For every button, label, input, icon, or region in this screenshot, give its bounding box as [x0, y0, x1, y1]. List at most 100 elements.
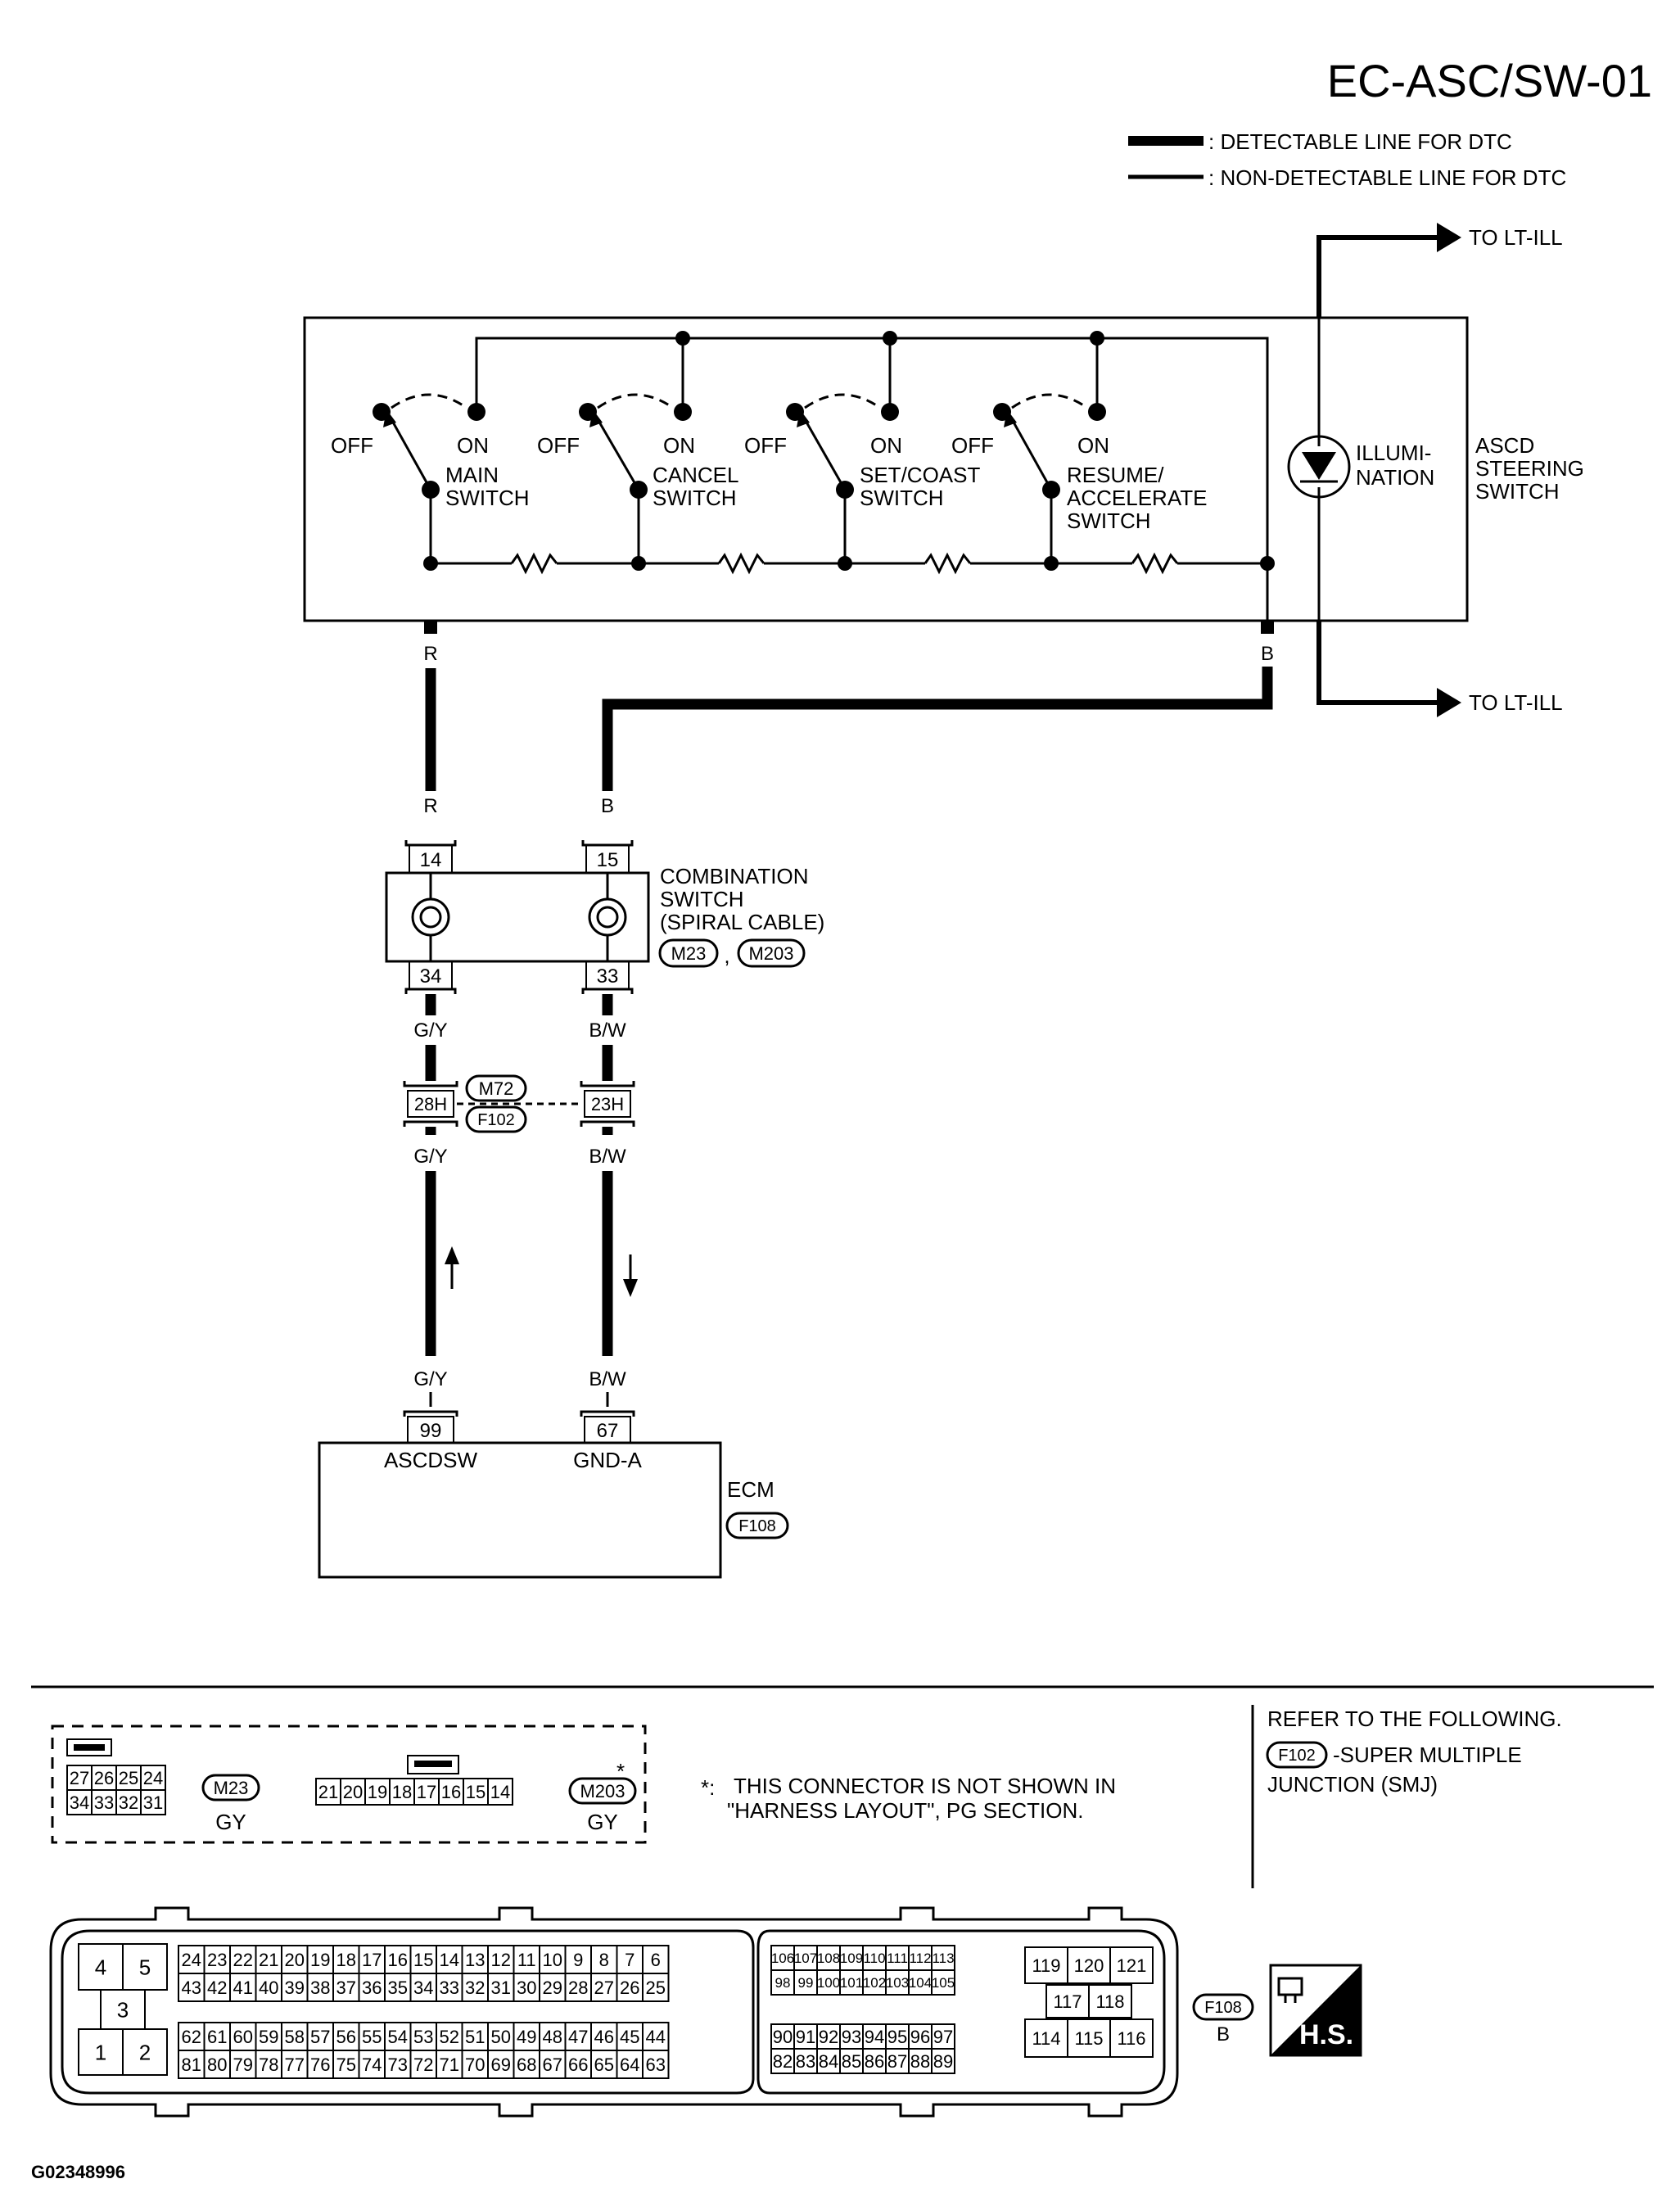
connector-pin-label: 83 — [796, 2051, 815, 2072]
connector-pin-label: 59 — [259, 2027, 278, 2047]
connector-hand-icon — [1277, 1977, 1303, 2003]
wire-right-low-label: B/W — [589, 1146, 626, 1168]
connector-pin-label: 14 — [490, 1782, 510, 1802]
svg-text:M72: M72 — [479, 1078, 514, 1099]
connector-pin-label: 36 — [362, 1978, 382, 1998]
ecm-pin-label-ascdsw: ASCDSW — [384, 1448, 478, 1472]
arrow-right-icon — [1437, 223, 1461, 252]
connector-pin-label: 101 — [840, 1975, 863, 1991]
connector-pin-label: 13 — [465, 1950, 485, 1970]
resistor-symbol — [1131, 552, 1179, 575]
main-switch-name: MAIN — [445, 463, 499, 487]
svg-text:SWITCH: SWITCH — [860, 486, 944, 510]
connector-pin-label: 37 — [336, 1978, 356, 1998]
connector-cavity — [931, 1969, 955, 1996]
connector-pin-label: 60 — [233, 2027, 253, 2047]
hs-logo: H.S. — [1269, 1964, 1362, 2057]
ecm: 99 67 ASCDSW GND-A ECM F108 — [318, 1410, 789, 1579]
connector-pin-label: 15 — [413, 1950, 433, 1970]
connector-pin-label: 77 — [285, 2055, 305, 2075]
svg-text:"HARNESS LAYOUT", PG SECTION.: "HARNESS LAYOUT", PG SECTION. — [727, 1798, 1084, 1823]
connector-pin-label: 44 — [646, 2027, 666, 2047]
svg-text:M203: M203 — [580, 1781, 625, 1801]
connector-pin-label: 67 — [543, 2055, 562, 2075]
connector-pin-label: 46 — [594, 2027, 614, 2047]
cancel-switch-on-label: ON — [663, 433, 695, 458]
connector-pin-label: 2 — [139, 2040, 151, 2064]
connector-pin-label: 115 — [1074, 2028, 1103, 2049]
ascd-steering-switch-housing — [303, 316, 1469, 622]
connector-pin-label: 17 — [417, 1782, 436, 1802]
wire-right-mid-label: B/W — [589, 1019, 626, 1042]
connector-pin-label: 1 — [95, 2040, 106, 2064]
pin-67: 67 — [597, 1420, 619, 1442]
svg-text:*: * — [616, 1759, 625, 1783]
svg-text:STEERING: STEERING — [1475, 456, 1584, 481]
connector-cavity — [122, 2028, 168, 2076]
combination-switch: 14 15 34 33 COMBINATION SWITCH (SPIRAL C… — [385, 840, 824, 994]
resistor-ladder — [423, 552, 1275, 575]
connector-pin-label: 53 — [413, 2027, 433, 2047]
resistor-symbol — [510, 552, 558, 575]
connector-pin-label: 48 — [543, 2027, 562, 2047]
connector-pin-label: 45 — [620, 2027, 639, 2047]
to-lt-ill-bottom-label: TO LT-ILL — [1469, 690, 1563, 715]
illumination-diode: ILLUMI- NATION — [1287, 278, 1434, 671]
connector-cavity — [487, 1778, 513, 1806]
connector-pin-label: 95 — [887, 2027, 907, 2047]
svg-text:M203: M203 — [748, 943, 793, 964]
svg-text:SWITCH: SWITCH — [653, 486, 737, 510]
connector-pin-label: 69 — [491, 2055, 511, 2075]
connector-pin-label: 38 — [310, 1978, 330, 1998]
main-switch-off-label: OFF — [331, 433, 373, 458]
connector-pin-label: 34 — [70, 1792, 89, 1813]
connector-pin-label: 28 — [568, 1978, 588, 1998]
svg-text:F108: F108 — [738, 1517, 776, 1535]
ecm-box — [318, 1441, 722, 1579]
svg-text:SWITCH: SWITCH — [445, 486, 530, 510]
connector-pin-label: 27 — [70, 1768, 89, 1788]
connector-pin-label: 40 — [259, 1978, 278, 1998]
connector-cavity — [1109, 2018, 1154, 2058]
connector-pin-label: 87 — [887, 2051, 907, 2072]
resume-switch-off-label: OFF — [951, 433, 994, 458]
connector-pin-label: 5 — [139, 1955, 151, 1979]
connector-pin-label: 12 — [491, 1950, 511, 1970]
pin-14: 14 — [420, 849, 442, 871]
connector-pin-label: 96 — [910, 2027, 930, 2047]
main-switch: OFF ON MAIN SWITCH — [331, 393, 530, 563]
connector-pin-label: 43 — [182, 1978, 201, 1998]
svg-text:GY: GY — [587, 1810, 618, 1834]
connector-pin-label: 98 — [775, 1975, 791, 1991]
connector-pin-label: 113 — [932, 1951, 954, 1966]
connector-pin-label: 41 — [233, 1978, 253, 1998]
connector-cavity — [642, 2050, 670, 2079]
connector-pin-label: 35 — [388, 1978, 408, 1998]
connector-pin-label: 62 — [182, 2027, 201, 2047]
switch-common-bus — [475, 337, 1269, 563]
connector-pin-label: 105 — [932, 1975, 955, 1991]
connector-pin-label: 4 — [95, 1955, 106, 1979]
connector-pin-label: 110 — [863, 1951, 885, 1966]
set-coast-switch-name: SET/COAST — [860, 463, 980, 487]
connector-pin-label: 30 — [517, 1978, 536, 1998]
connector-pin-label: 27 — [594, 1978, 614, 1998]
note-star: *: — [701, 1775, 715, 1800]
refer-heading: REFER TO THE FOLLOWING. — [1267, 1706, 1562, 1731]
connector-pin-label: 93 — [842, 2027, 861, 2047]
connector-pin-label: 55 — [362, 2027, 382, 2047]
connector-cavity — [1088, 1984, 1132, 2018]
resume-switch-on-label: ON — [1077, 433, 1109, 458]
connector-pin-label: 121 — [1117, 1955, 1147, 1976]
connector-pin-label: 114 — [1032, 2028, 1060, 2049]
connector-pin-label: 63 — [646, 2055, 666, 2075]
note-text: THIS CONNECTOR IS NOT SHOWN IN — [734, 1774, 1116, 1798]
connector-badge-f108 — [725, 1512, 789, 1539]
svg-text:JUNCTION (SMJ): JUNCTION (SMJ) — [1267, 1772, 1438, 1797]
connector-pin-label: 33 — [94, 1792, 114, 1813]
svg-text:SWITCH: SWITCH — [1067, 509, 1151, 533]
wire-left-top-label: R — [423, 795, 437, 817]
connector-pin-label: 56 — [336, 2027, 356, 2047]
connector-pin-label: 26 — [620, 1978, 639, 1998]
